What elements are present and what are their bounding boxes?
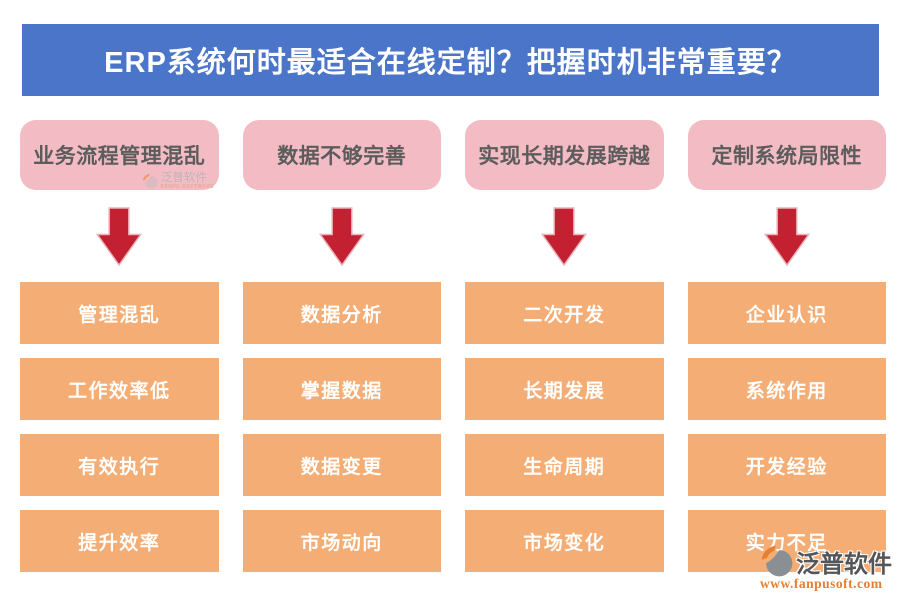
- inline-watermark-brand-en: FANPU SOFTWARE: [160, 184, 215, 190]
- arrow-wrap: [243, 206, 442, 266]
- result-label: 管理混乱: [78, 304, 161, 326]
- cause-box: 业务流程管理混乱 泛普软件 FANPU SOFTWARE: [20, 120, 219, 190]
- arrow-wrap: [20, 206, 219, 266]
- result-label: 市场动向: [300, 532, 383, 554]
- result-list: 管理混乱工作效率低有效执行提升效率: [20, 282, 219, 586]
- result-label: 企业认识: [745, 304, 828, 326]
- result-box: 工作效率低: [20, 358, 219, 420]
- column-2: 数据不够完善 泛普软件 FANPU SOFTWARE 数据分析掌握数据数据变更市…: [242, 120, 442, 586]
- result-label: 长期发展: [523, 380, 606, 402]
- result-label: 数据变更: [300, 456, 383, 478]
- fanpu-logo-mini-icon: [142, 173, 158, 189]
- result-box: 市场变化: [465, 510, 664, 572]
- result-box: 市场动向: [242, 510, 441, 572]
- result-label: 提升效率: [78, 532, 161, 554]
- inline-watermark-texts: 泛普软件 FANPU SOFTWARE: [160, 171, 215, 191]
- inline-watermark-brand: 泛普软件: [160, 171, 207, 184]
- result-box: 有效执行: [20, 434, 219, 496]
- result-list: 数据分析掌握数据数据变更市场动向: [242, 282, 441, 586]
- result-label: 有效执行: [78, 456, 161, 478]
- cause-label: 定制系统局限性: [711, 145, 862, 168]
- result-label: 开发经验: [745, 456, 828, 478]
- down-arrow-icon: [541, 206, 588, 266]
- title-banner: ERP系统何时最适合在线定制？把握时机非常重要？: [22, 24, 879, 96]
- result-label: 市场变化: [523, 532, 606, 554]
- result-label: 掌握数据: [300, 380, 383, 402]
- result-label: 工作效率低: [67, 380, 171, 402]
- result-label: 生命周期: [523, 456, 606, 478]
- result-box: 生命周期: [465, 434, 664, 496]
- result-box: 提升效率: [20, 510, 219, 572]
- result-box: 企业认识: [687, 282, 886, 344]
- column-3: 实现长期发展跨越 泛普软件 FANPU SOFTWARE 二次开发长期发展生命周…: [465, 120, 664, 586]
- column-4: 定制系统局限性 泛普软件 FANPU SOFTWARE 企业认识系统作用开发经验…: [687, 120, 887, 586]
- cause-label: 数据不够完善: [277, 145, 407, 168]
- result-box: 开发经验: [687, 434, 886, 496]
- down-arrow-icon: [763, 206, 810, 266]
- cause-box: 实现长期发展跨越 泛普软件 FANPU SOFTWARE: [465, 120, 664, 190]
- arrow-wrap: [465, 206, 664, 266]
- result-list: 企业认识系统作用开发经验实力不足: [687, 282, 886, 586]
- inline-watermark: 泛普软件 FANPU SOFTWARE: [142, 171, 215, 191]
- result-label: 实力不足: [745, 532, 828, 554]
- result-list: 二次开发长期发展生命周期市场变化: [465, 282, 664, 586]
- result-label: 系统作用: [745, 380, 828, 402]
- columns-grid: 业务流程管理混乱 泛普软件 FANPU SOFTWARE 管理混乱工作效率低有效…: [20, 120, 886, 586]
- result-box: 管理混乱: [20, 282, 219, 344]
- result-box: 长期发展: [465, 358, 664, 420]
- page-title: ERP系统何时最适合在线定制？把握时机非常重要？: [104, 47, 797, 79]
- result-box: 数据分析: [242, 282, 441, 344]
- cause-label: 实现长期发展跨越: [478, 145, 651, 168]
- result-box: 系统作用: [687, 358, 886, 420]
- result-box: 实力不足: [687, 510, 886, 572]
- cause-box: 定制系统局限性 泛普软件 FANPU SOFTWARE: [687, 120, 886, 190]
- result-box: 掌握数据: [242, 358, 441, 420]
- result-box: 数据变更: [242, 434, 441, 496]
- result-label: 数据分析: [300, 304, 383, 326]
- result-box: 二次开发: [465, 282, 664, 344]
- cause-box: 数据不够完善 泛普软件 FANPU SOFTWARE: [242, 120, 441, 190]
- result-label: 二次开发: [523, 304, 606, 326]
- down-arrow-icon: [96, 206, 143, 266]
- down-arrow-icon: [318, 206, 365, 266]
- cause-label: 业务流程管理混乱: [33, 145, 206, 168]
- arrow-wrap: [688, 206, 887, 266]
- column-1: 业务流程管理混乱 泛普软件 FANPU SOFTWARE 管理混乱工作效率低有效…: [20, 120, 219, 586]
